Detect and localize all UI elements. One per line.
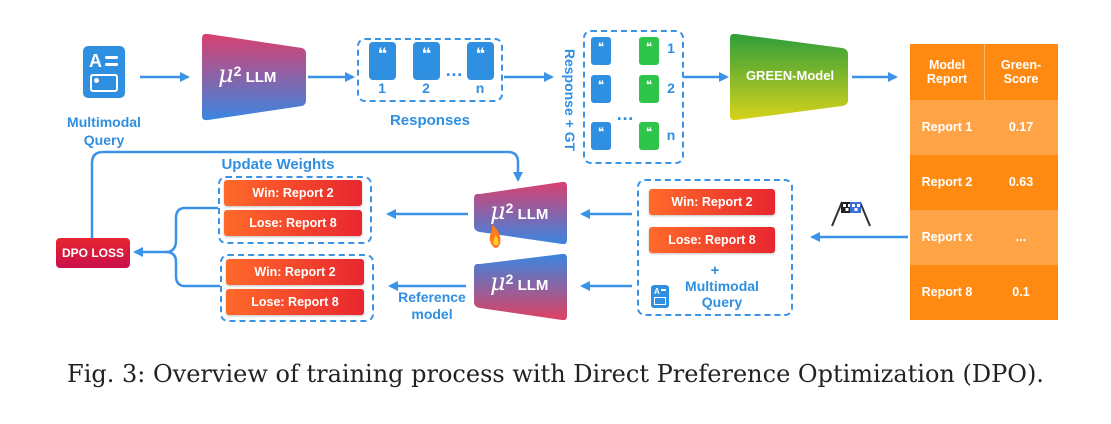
dpo-loss-box: DPO LOSS (56, 238, 130, 268)
query-label: Multimodal Query (67, 114, 141, 148)
table-row-2-score: 0.63 (984, 155, 1058, 210)
green-model-shape (730, 33, 848, 121)
gt-green-doc-n: ❝ (639, 122, 659, 150)
table-row-4-report: Report 8 (910, 265, 984, 320)
responses-label: Responses (389, 112, 471, 129)
table-row-1-report: Report 1 (910, 100, 984, 155)
gt-green-doc-2: ❝ (639, 75, 659, 103)
reference-lose: Lose: Report 8 (226, 289, 364, 315)
table-header-report: Model Report (910, 44, 984, 100)
response-ellipsis: … (445, 60, 463, 80)
preference-box (637, 179, 793, 316)
gt-number-2: 2 (667, 80, 675, 96)
preference-win: Win: Report 2 (649, 189, 775, 215)
table-row-3-report: Report x (910, 210, 984, 265)
policy-output-box (218, 176, 372, 244)
response-number-2: 2 (422, 80, 430, 96)
policy-lose: Lose: Report 8 (224, 210, 362, 236)
table-header-score: Green-Score (984, 44, 1058, 100)
llm-label-reference: μ2 LLM (490, 268, 549, 296)
policy-win: Win: Report 2 (224, 180, 362, 206)
llm-shape-top (202, 33, 306, 121)
reference-output-box (220, 254, 374, 322)
preference-query-icon: A (651, 285, 669, 308)
response-gt-label: Response + GT (562, 48, 578, 152)
llm-shape-policy (474, 181, 567, 245)
response-doc-icon-2: ❝ (413, 42, 440, 80)
reference-model-label: Reference model (398, 289, 466, 322)
arrow-loss-update-weights (90, 150, 523, 238)
multimodal-query-icon: A (83, 46, 125, 98)
llm-shape-reference (474, 253, 567, 321)
gt-number-n: n (666, 127, 676, 143)
arrow-ref-outputs-to-loss (165, 250, 220, 288)
response-doc-icon-n: ❝ (467, 42, 494, 80)
response-doc-icon-1: ❝ (369, 42, 396, 80)
llm-label-top: μ2 LLM (218, 60, 277, 88)
table-row-4-score: 0.1 (984, 265, 1058, 320)
race-flags-icon (831, 201, 871, 227)
arrow-policy-outputs-to-loss (133, 206, 218, 257)
green-model-label: GREEN-Model (745, 68, 835, 83)
update-weights-label: Update Weights (221, 156, 335, 173)
preference-lose: Lose: Report 8 (649, 227, 775, 253)
preference-query-label: Multimodal Query (685, 278, 759, 310)
responses-box (357, 38, 503, 102)
gt-ellipsis: … (616, 104, 634, 124)
gt-response-doc-2: ❝ (591, 75, 611, 103)
gt-green-doc-1: ❝ (639, 37, 659, 65)
figure-caption: Fig. 3: Overview of training process wit… (67, 360, 1044, 388)
table-row-3-score: ... (984, 210, 1058, 265)
table-row-2-report: Report 2 (910, 155, 984, 210)
gt-response-doc-n: ❝ (591, 122, 611, 150)
gt-response-doc-1: ❝ (591, 37, 611, 65)
response-gt-box (583, 30, 684, 164)
table-row-1-score: 0.17 (984, 100, 1058, 155)
llm-label-policy: μ2 LLM (490, 197, 549, 225)
reference-win: Win: Report 2 (226, 259, 364, 285)
response-number-1: 1 (378, 80, 386, 96)
plus-label: + (710, 262, 720, 279)
gt-number-1: 1 (667, 40, 675, 56)
response-number-n: n (475, 80, 485, 96)
